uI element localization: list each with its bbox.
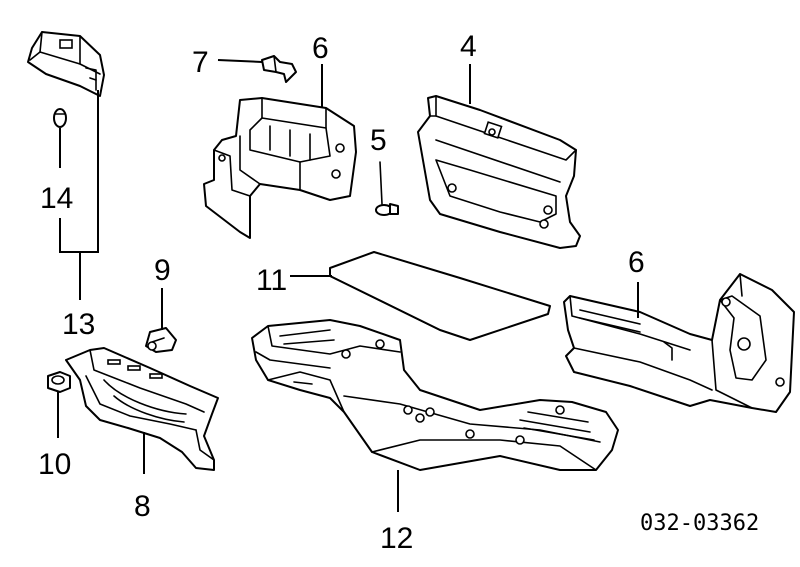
part-side-tray-8 xyxy=(65,347,219,471)
callout-14: 14 xyxy=(40,182,73,215)
callout-5: 5 xyxy=(370,124,387,157)
callout-8: 8 xyxy=(134,490,151,523)
callout-4: 4 xyxy=(460,30,477,63)
part-floor-panel-12 xyxy=(251,319,619,471)
part-bolt-5 xyxy=(375,161,399,216)
part-side-bracket-upper-6 xyxy=(203,97,357,239)
callout-7: 7 xyxy=(192,46,209,79)
part-small-clip-14 xyxy=(53,108,67,128)
callout-11: 11 xyxy=(256,264,287,297)
diagram-code: 032-03362 xyxy=(640,511,759,536)
part-grommet-10 xyxy=(47,371,71,393)
part-connector-block xyxy=(27,31,105,97)
part-floor-mat-11 xyxy=(329,251,551,341)
callout-6-upper: 6 xyxy=(312,32,329,65)
part-push-clip-7 xyxy=(261,55,297,83)
leader-bracket-13 xyxy=(59,90,99,300)
callout-12: 12 xyxy=(380,522,413,555)
callout-13: 13 xyxy=(62,308,95,341)
part-rear-panel-4 xyxy=(417,95,581,249)
leader-7 xyxy=(217,59,263,63)
part-clip-9 xyxy=(145,327,177,353)
callout-6-lower: 6 xyxy=(628,246,645,279)
callout-9: 9 xyxy=(154,254,171,287)
callout-10: 10 xyxy=(38,448,71,481)
part-side-bracket-lower-6 xyxy=(563,273,795,413)
